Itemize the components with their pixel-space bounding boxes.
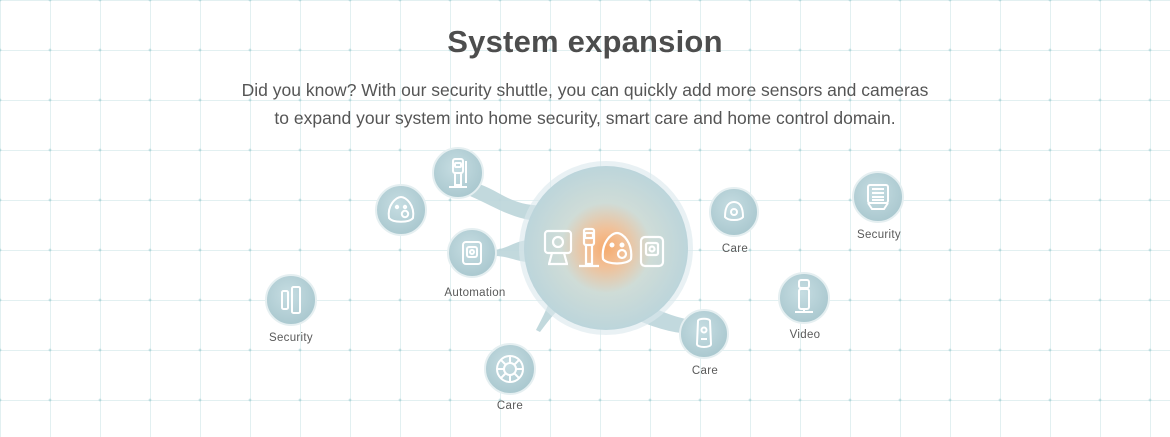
camera-icon [543, 229, 573, 266]
node-automation-label: Automation [444, 287, 505, 299]
smart-plug-icon [462, 241, 482, 265]
node-care-top[interactable]: Care [709, 187, 759, 255]
panic-remote-icon [695, 317, 713, 348]
node-video[interactable]: Video [778, 272, 830, 341]
hub-core [524, 166, 688, 330]
node-video-label: Video [790, 329, 821, 341]
node-care-right-label: Care [692, 365, 718, 377]
node-care-bottom[interactable]: Care [484, 343, 536, 412]
node-door-sensor[interactable] [432, 147, 484, 199]
node-care-bottom-label: Care [497, 400, 523, 412]
node-security-left[interactable]: Security [265, 274, 317, 344]
node-security-right-label: Security [857, 229, 901, 241]
smoke-detector-icon [601, 231, 633, 265]
outdoor-camera-icon [795, 279, 813, 313]
page-title: System expansion [447, 24, 723, 59]
indoor-camera-icon [639, 235, 665, 268]
node-care-right[interactable]: Care [679, 309, 729, 377]
smoke-detector-icon [387, 195, 415, 223]
node-automation[interactable]: Automation [444, 228, 505, 299]
node-security-right[interactable]: Security [852, 171, 904, 241]
node-smoke-detector[interactable] [375, 184, 427, 236]
page-subtitle: Did you know? With our security shuttle,… [0, 76, 1170, 132]
subtitle-line-2: to expand your system into home security… [274, 108, 896, 128]
node-care-top-label: Care [722, 243, 748, 255]
keypad-icon [867, 184, 889, 210]
hub [519, 161, 693, 335]
door-sensor-icon [449, 158, 467, 188]
window-sensor-icon [281, 286, 301, 314]
node-security-left-label: Security [269, 332, 313, 344]
door-sensor-icon [579, 227, 599, 268]
subtitle-line-1: Did you know? With our security shuttle,… [241, 80, 929, 100]
button-icon [723, 200, 745, 221]
water-sensor-icon [496, 355, 524, 383]
